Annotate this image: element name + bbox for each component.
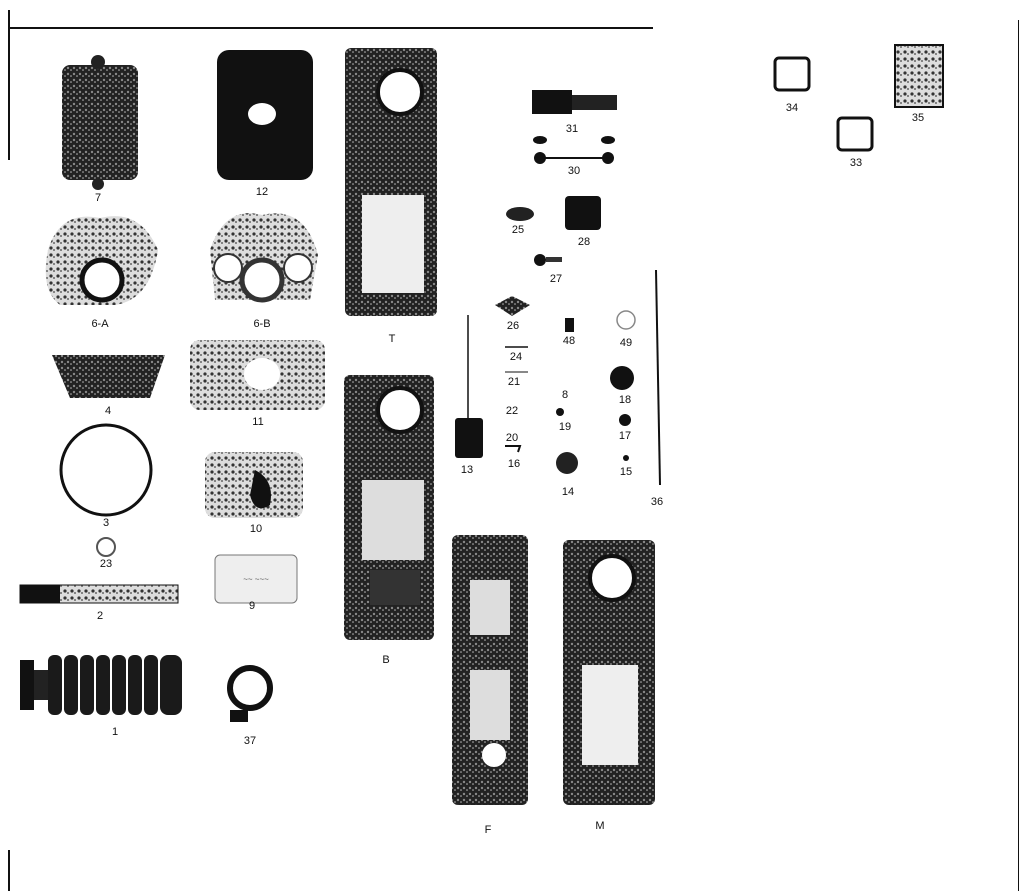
part-34-plate [773, 56, 811, 92]
label-20: 20 [505, 432, 519, 444]
label-3: 3 [102, 517, 110, 529]
label-18: 18 [618, 394, 632, 406]
label-36: 36 [650, 496, 664, 508]
part-15-ball [623, 455, 629, 461]
label-12: 12 [255, 186, 269, 198]
part-26-pad [495, 296, 530, 316]
label-35: 35 [911, 112, 925, 124]
svg-text:~~ ~~~: ~~ ~~~ [243, 575, 269, 584]
label-30: 30 [567, 165, 581, 177]
label-6a: 6-A [91, 318, 109, 330]
part-9-label-plate: ~~ ~~~ [214, 554, 298, 604]
part-30-linkage [533, 136, 615, 164]
part-1-bellows [20, 655, 182, 715]
label-27: 27 [549, 273, 563, 285]
label-49: 49 [619, 337, 633, 349]
right-border [1018, 20, 1019, 891]
label-6b: 6-B [253, 318, 271, 330]
label-48: 48 [562, 335, 576, 347]
part-16-spring [505, 445, 522, 453]
label-17: 17 [618, 430, 632, 442]
frame-b [344, 375, 434, 640]
part-3-ring [59, 423, 153, 517]
part-23-washer [96, 537, 116, 557]
part-36-rod [655, 269, 661, 486]
label-15: 15 [619, 466, 633, 478]
label-frame-t: T [388, 333, 396, 345]
part-10-gasket [205, 452, 303, 518]
part-31-shaft [532, 90, 617, 114]
part-11-gasket [190, 340, 325, 410]
label-frame-b: B [382, 654, 390, 666]
part-13-cylinder [455, 418, 483, 458]
label-33: 33 [849, 157, 863, 169]
label-4: 4 [104, 405, 112, 417]
part-7-cover-plate [62, 55, 138, 190]
label-26: 26 [506, 320, 520, 332]
part-6b-housing [210, 213, 318, 303]
part-2-bar [19, 584, 179, 604]
part-48-clip [565, 318, 574, 332]
label-1: 1 [111, 726, 119, 738]
left-margin-mark-bottom [8, 850, 10, 891]
frame-m [563, 540, 655, 805]
part-37-clamp [227, 665, 273, 722]
label-28: 28 [577, 236, 591, 248]
label-7: 7 [94, 192, 102, 204]
frame-t [345, 48, 437, 316]
label-11: 11 [252, 416, 264, 428]
part-35-panel [894, 44, 944, 108]
part-49-washer [616, 310, 636, 330]
label-24: 24 [509, 351, 523, 363]
label-34: 34 [785, 102, 799, 114]
label-19: 19 [558, 421, 572, 433]
part-17-nut [619, 414, 631, 426]
label-22: 22 [505, 405, 519, 417]
part-12-plate [217, 50, 313, 180]
label-frame-m: M [595, 820, 605, 832]
label-frame-f: F [484, 824, 492, 836]
label-16: 16 [507, 458, 521, 470]
part-18-knob [610, 366, 634, 390]
header-rule [8, 27, 653, 29]
label-14: 14 [561, 486, 575, 498]
label-2: 2 [96, 610, 104, 622]
part-33-plate [836, 116, 874, 152]
label-21: 21 [507, 376, 521, 388]
part-25-nut [506, 207, 534, 221]
part-6a-housing [45, 216, 158, 305]
frame-f [452, 535, 528, 805]
label-8: 8 [561, 389, 569, 401]
part-14-valve [556, 452, 578, 474]
label-31: 31 [565, 123, 579, 135]
part-4-bracket [52, 355, 165, 398]
part-19-screw [556, 408, 564, 416]
label-9: 9 [248, 600, 256, 612]
label-37: 37 [243, 735, 257, 747]
part-28-spool [565, 196, 601, 230]
label-25: 25 [511, 224, 525, 236]
label-13: 13 [460, 464, 474, 476]
label-23: 23 [99, 558, 113, 570]
label-10: 10 [249, 523, 263, 535]
left-margin-mark [8, 10, 10, 160]
part-27-pin [534, 254, 562, 266]
